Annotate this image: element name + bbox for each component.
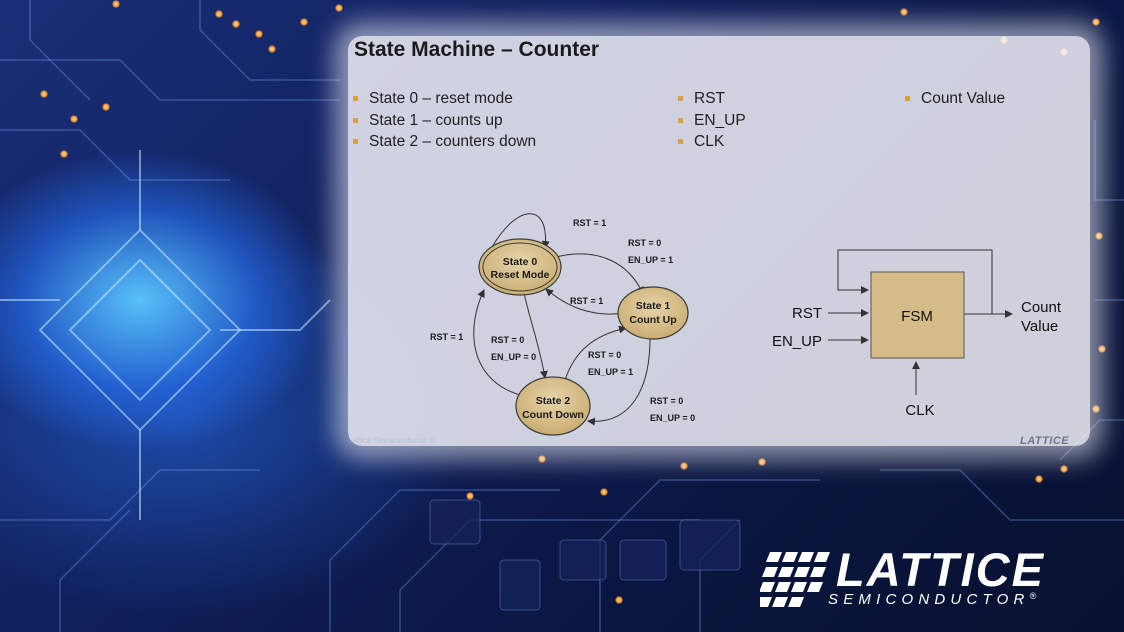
bullet-marker [353,96,358,101]
transition-s2-to-s1 [564,325,627,381]
transition-s0-to-s1 [551,253,644,295]
inputs-bullet-list: RST EN_UP CLK [678,88,746,153]
label-s1-to-s0: RST = 1 [570,296,603,306]
fsm-label: FSM [901,308,933,325]
bullet-marker [353,139,358,144]
bullet-marker [678,139,683,144]
output-label-line2: Value [1021,318,1058,335]
slide-panel [348,36,1090,446]
rst-label: RST [792,305,822,322]
state-node-s2: State 2 Count Down [515,376,591,436]
svg-text:Count Down: Count Down [522,409,584,421]
bullet-marker [678,117,683,123]
label-s2-to-s1-b: EN_UP = 1 [588,367,633,377]
output-label-line1: Count [1021,299,1062,316]
label-s1-to-s2-a: RST = 0 [650,396,683,406]
list-item: RST [678,88,746,110]
logo-subtitle: SEMICONDUCTOR® [828,591,1037,608]
list-item: State 1 – counts up [353,110,536,132]
fsm-block-diagram: FSM RST EN_UP CLK Count Value [772,249,1062,419]
state-node-s1: State 1 Count Up [617,286,689,340]
lattice-semiconductor-logo: LATTICE SEMICONDUCTOR® [760,543,1100,612]
label-s0-to-s1-a: RST = 0 [628,238,661,248]
bullet-marker [678,96,683,101]
state-node-s0: State 0 Reset Mode [478,238,562,296]
label-s0-self: RST = 1 [573,218,606,228]
logo-wordmark: LATTICE [836,543,1045,596]
en-up-label: EN_UP [772,333,822,350]
states-bullet-list: State 0 – reset mode State 1 – counts up… [353,88,536,153]
small-lattice-logo: LATTICE [1020,435,1070,447]
svg-text:Count Up: Count Up [629,314,676,326]
slide-title: State Machine – Counter [354,38,600,61]
lattice-logo-icon [760,552,830,607]
svg-text:State 2: State 2 [536,395,571,407]
feedback-path [837,249,993,314]
svg-text:Reset Mode: Reset Mode [491,269,550,281]
svg-text:State 0: State 0 [503,256,538,268]
transition-s1-to-s0 [545,288,626,315]
label-s0-to-s1-b: EN_UP = 1 [628,255,673,265]
transition-s1-to-s2 [587,337,651,426]
list-item: Count Value [905,88,1005,110]
list-item: EN_UP [678,110,746,132]
copyright-watermark: Lattice Semiconductor © [348,436,436,445]
bullet-marker [905,96,910,101]
transition-s0-self [491,213,550,249]
bullet-marker [353,117,358,123]
list-item: State 2 – counters down [353,131,536,153]
label-s0-to-s2-a: RST = 0 [491,335,524,345]
transition-s2-to-s0 [473,289,521,396]
label-s1-to-s2-b: EN_UP = 0 [650,413,695,423]
label-s2-to-s0: RST = 1 [430,332,463,342]
list-item: CLK [678,131,746,153]
label-s2-to-s1-a: RST = 0 [588,350,621,360]
fsm-block [870,271,965,359]
label-s0-to-s2-b: EN_UP = 0 [491,352,536,362]
list-item: State 0 – reset mode [353,88,536,110]
svg-text:State 1: State 1 [636,300,671,312]
outputs-bullet-list: Count Value [905,88,1005,110]
clk-label: CLK [905,402,934,419]
transition-s0-to-s2 [523,292,548,379]
